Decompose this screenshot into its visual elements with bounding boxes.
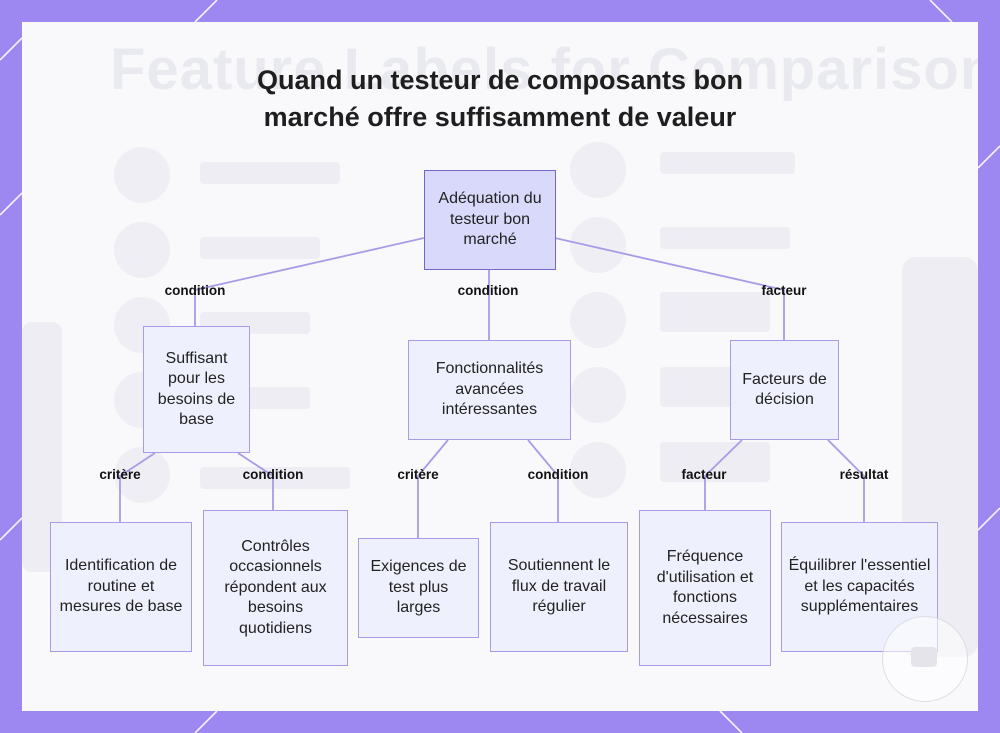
node-decision-factors: Facteurs de décision <box>730 340 839 440</box>
edge-label-basic-occasional: condition <box>242 467 304 482</box>
node-balance-label: Équilibrer l'essentiel et les capacités … <box>788 557 931 616</box>
title-line-1: Quand un testeur de composants bon <box>256 65 744 95</box>
edge-label-factors-frequency: facteur <box>681 467 727 482</box>
watermark-logo-icon <box>882 616 968 702</box>
page-title: Quand un testeur de composants bon march… <box>0 62 1000 136</box>
edge-label-advanced-workflow: condition <box>527 467 589 482</box>
node-root-label: Adéquation du testeur bon marché <box>438 190 542 249</box>
edge-advanced-workflow <box>527 439 559 522</box>
edge-label-basic-identification: critère <box>99 467 141 482</box>
node-basic-needs: Suffisant pour les besoins de base <box>143 326 250 453</box>
edge-label-root-factors: facteur <box>761 283 807 298</box>
node-basic-needs-label: Suffisant pour les besoins de base <box>157 349 236 429</box>
title-line-2: marché offre suffisamment de valeur <box>263 102 737 132</box>
node-identification-label: Identification de routine et mesures de … <box>59 557 183 616</box>
node-usage-frequency-label: Fréquence d'utilisation et fonctions néc… <box>656 548 754 627</box>
edge-factors-frequency <box>704 439 743 510</box>
edge-root-basic <box>194 237 425 326</box>
node-workflow-label: Soutiennent le flux de travail régulier <box>507 557 611 616</box>
node-decision-factors-label: Facteurs de décision <box>742 370 827 409</box>
edge-basic-identification <box>119 452 156 522</box>
edge-advanced-broader <box>417 439 449 538</box>
node-workflow: Soutiennent le flux de travail régulier <box>490 522 628 652</box>
edge-label-root-basic: condition <box>164 283 226 298</box>
node-broader-requirements-label: Exigences de test plus larges <box>370 558 467 617</box>
edge-basic-occasional <box>237 452 274 510</box>
node-identification: Identification de routine et mesures de … <box>50 522 192 652</box>
node-advanced-features: Fonctionnalités avancées intéressantes <box>408 340 571 440</box>
edge-label-factors-balance: résultat <box>839 467 889 482</box>
background-watermark: Feature Labels for Comparison <box>22 22 978 711</box>
node-usage-frequency: Fréquence d'utilisation et fonctions néc… <box>639 510 771 666</box>
node-balance: Équilibrer l'essentiel et les capacités … <box>781 522 938 652</box>
node-occasional-checks: Contrôles occasionnels répondent aux bes… <box>203 510 348 666</box>
edge-label-root-advanced: condition <box>457 283 519 298</box>
edge-factors-balance <box>827 439 865 522</box>
node-occasional-checks-label: Contrôles occasionnels répondent aux bes… <box>224 537 327 637</box>
node-advanced-features-label: Fonctionnalités avancées intéressantes <box>435 360 544 419</box>
edge-label-advanced-broader: critère <box>397 467 439 482</box>
node-root: Adéquation du testeur bon marché <box>424 170 556 270</box>
edge-root-factors <box>554 237 785 340</box>
node-broader-requirements: Exigences de test plus larges <box>358 538 479 638</box>
